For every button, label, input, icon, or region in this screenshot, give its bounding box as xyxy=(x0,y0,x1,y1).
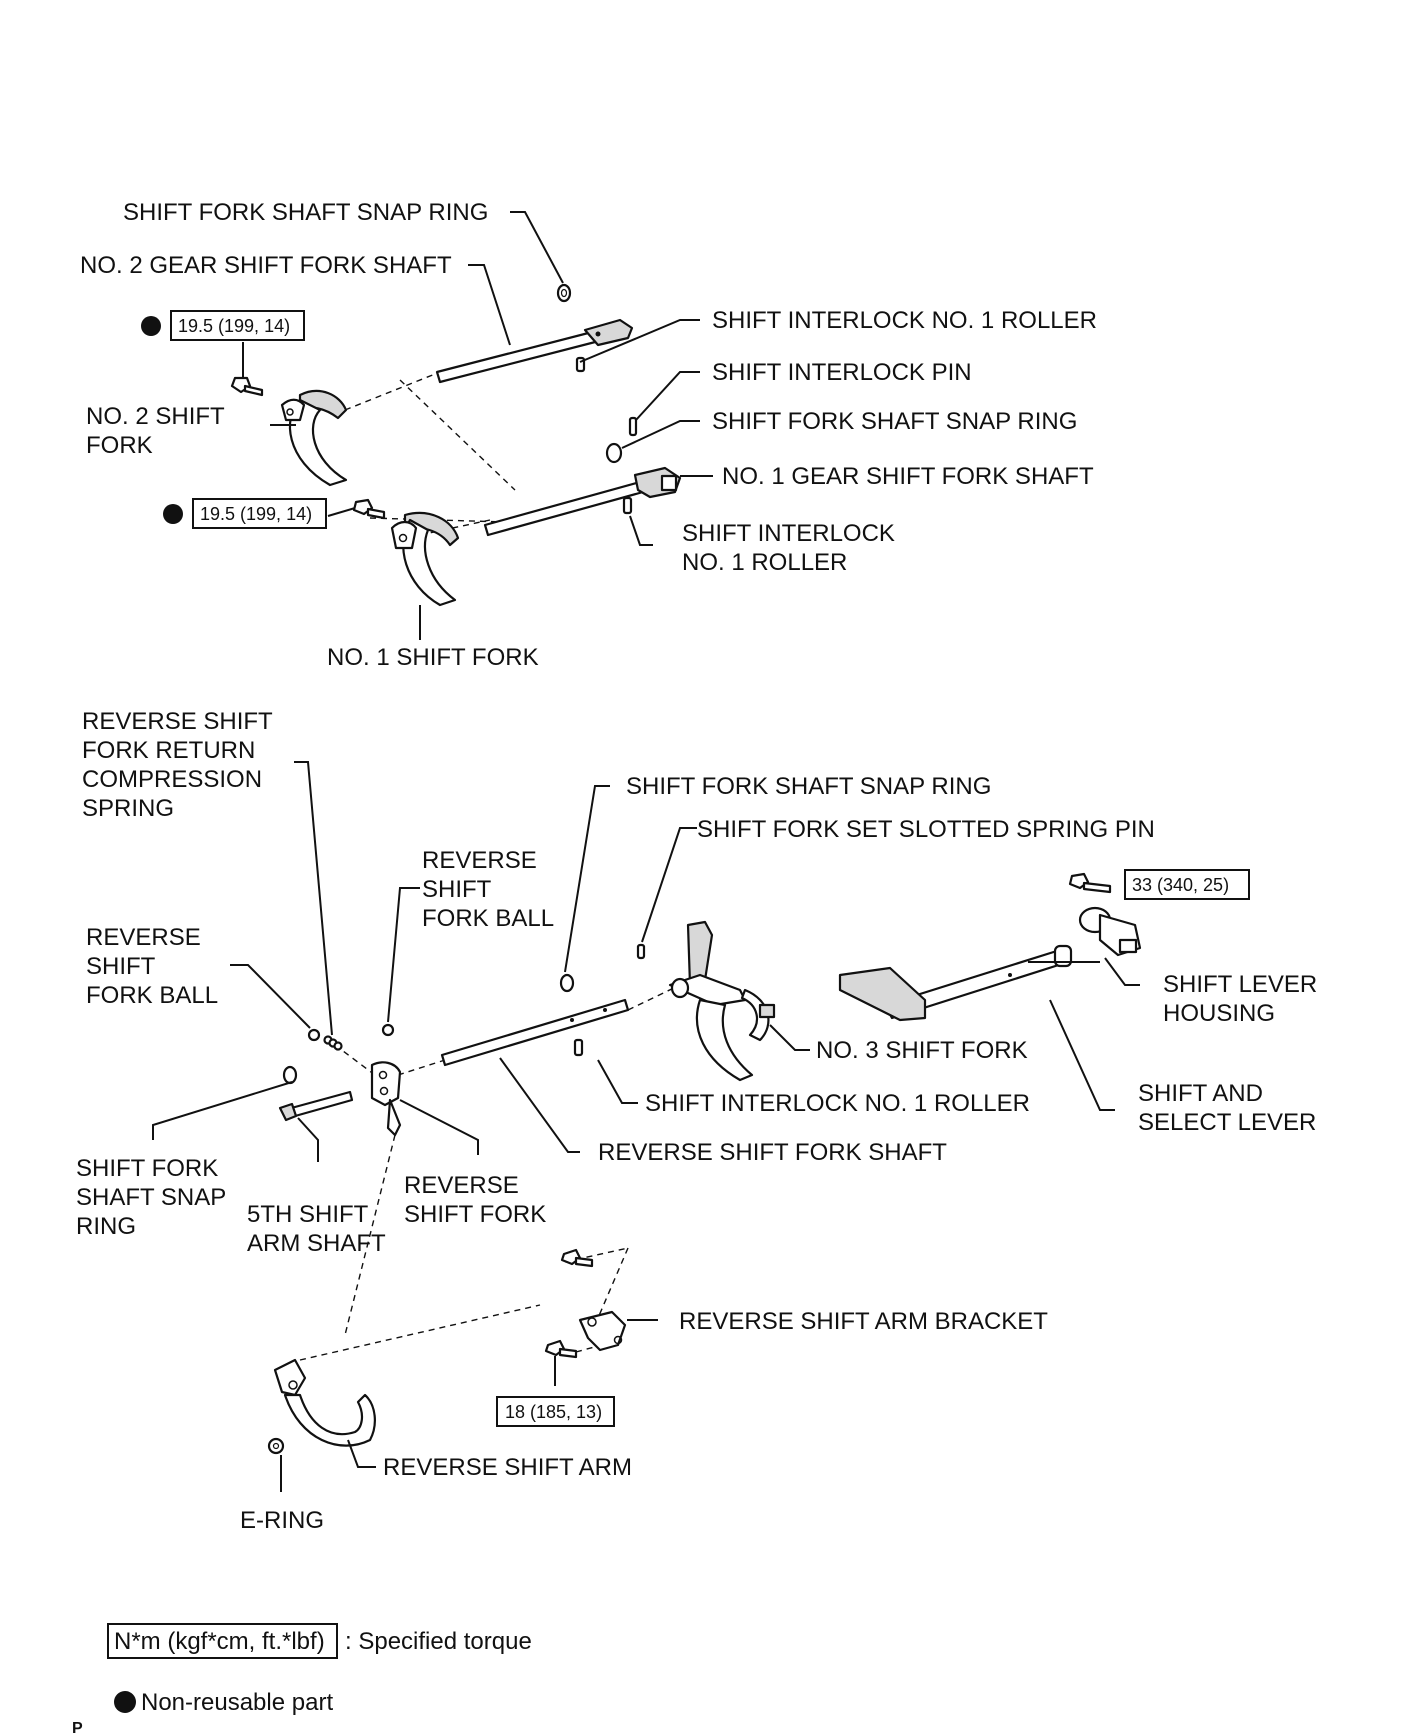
label-arm-shaft-1: 5TH SHIFT xyxy=(247,1201,369,1228)
return-compression-spring xyxy=(323,1035,343,1051)
no1-gear-shift-fork-shaft xyxy=(483,466,682,537)
no2-gear-shift-fork-shaft xyxy=(435,318,634,384)
label-no3-fork: NO. 3 SHIFT FORK xyxy=(816,1037,1028,1064)
label-ball-right-2: SHIFT xyxy=(422,876,492,903)
snap-ring-left xyxy=(282,1065,298,1085)
label-return-spring-2: FORK RETURN xyxy=(82,737,255,764)
no2-shift-fork xyxy=(280,389,348,487)
nonreusable-dot-b xyxy=(163,504,183,524)
label-ball-right-1: REVERSE xyxy=(422,847,537,874)
snap-ring-lower xyxy=(559,973,575,993)
label-return-spring-1: REVERSE SHIFT xyxy=(82,708,273,735)
label-no2-fork-1: NO. 2 SHIFT xyxy=(86,403,225,430)
label-select-lever-2: SELECT LEVER xyxy=(1138,1109,1316,1136)
torque-box-d: 18 (185, 13) xyxy=(496,1396,615,1427)
label-slotted-pin: SHIFT FORK SET SLOTTED SPRING PIN xyxy=(697,816,1155,843)
lower-leader-lines xyxy=(152,761,1140,1492)
label-reverse-fork-1: REVERSE xyxy=(404,1172,519,1199)
interlock-roller-lower xyxy=(573,1038,584,1057)
legend-torque-desc: : Specified torque xyxy=(345,1628,532,1655)
corner-mark: P xyxy=(72,1720,83,1734)
label-reverse-fork-2: SHIFT FORK xyxy=(404,1201,546,1228)
label-no1-gear-shaft: NO. 1 GEAR SHIFT FORK SHAFT xyxy=(722,463,1094,490)
label-snap-ring-left-2: SHAFT SNAP xyxy=(76,1184,226,1211)
legend-torque: N*m (kgf*cm, ft.*lbf) : Specified torque xyxy=(107,1623,532,1659)
label-select-lever-1: SHIFT AND xyxy=(1138,1080,1263,1107)
bracket-bolt-lower xyxy=(544,1339,578,1359)
interlock-pin xyxy=(628,416,638,437)
bolt-b xyxy=(352,498,386,520)
e-ring xyxy=(267,1437,285,1455)
label-interlock-roller-b-1: SHIFT INTERLOCK xyxy=(682,520,895,547)
reverse-shift-arm-bracket xyxy=(578,1310,627,1352)
label-ball-right-3: FORK BALL xyxy=(422,905,554,932)
bolt-c xyxy=(1068,872,1112,894)
label-interlock-roller-a: SHIFT INTERLOCK NO. 1 ROLLER xyxy=(712,307,1097,334)
label-no2-fork-2: FORK xyxy=(86,432,153,459)
label-no2-gear-shaft: NO. 2 GEAR SHIFT FORK SHAFT xyxy=(80,252,452,279)
snap-ring-top xyxy=(556,283,572,303)
legend-nonreusable-dot xyxy=(114,1691,136,1713)
label-snap-ring-left-1: SHIFT FORK xyxy=(76,1155,218,1182)
label-snap-ring-top: SHIFT FORK SHAFT SNAP RING xyxy=(123,199,488,226)
label-reverse-shaft: REVERSE SHIFT FORK SHAFT xyxy=(598,1139,947,1166)
reverse-shift-fork-ball-right xyxy=(381,1023,395,1037)
reverse-shift-fork-shaft xyxy=(440,998,630,1067)
nonreusable-dot-a xyxy=(141,316,161,336)
label-arm-bracket: REVERSE SHIFT ARM BRACKET xyxy=(679,1308,1048,1335)
bolt-a xyxy=(230,376,264,397)
torque-c-value: 33 (340, 25) xyxy=(1132,875,1229,895)
label-ball-left-2: SHIFT xyxy=(86,953,156,980)
reverse-shift-fork-ball-left xyxy=(307,1028,321,1042)
label-snap-ring-mid: SHIFT FORK SHAFT SNAP RING xyxy=(712,408,1077,435)
label-housing-1: SHIFT LEVER xyxy=(1163,971,1317,998)
reverse-shift-fork xyxy=(370,1061,402,1137)
torque-d-value: 18 (185, 13) xyxy=(505,1402,602,1422)
label-e-ring: E-RING xyxy=(240,1507,324,1534)
reverse-shift-arm xyxy=(273,1358,376,1447)
shift-and-select-lever xyxy=(838,944,1073,1022)
fifth-shift-arm-shaft xyxy=(278,1090,354,1122)
torque-b-value: 19.5 (199, 14) xyxy=(200,504,312,524)
legend-nonreusable-text: Non-reusable part xyxy=(141,1689,333,1716)
label-housing-2: HOUSING xyxy=(1163,1000,1275,1027)
bracket-bolt-upper xyxy=(560,1248,594,1268)
label-interlock-pin: SHIFT INTERLOCK PIN xyxy=(712,359,972,386)
torque-a-value: 19.5 (199, 14) xyxy=(178,316,290,336)
upper-leader-lines xyxy=(242,211,713,640)
label-reverse-arm: REVERSE SHIFT ARM xyxy=(383,1454,632,1481)
label-snap-ring-lower: SHIFT FORK SHAFT SNAP RING xyxy=(626,773,991,800)
torque-box-c: 33 (340, 25) xyxy=(1124,869,1250,900)
label-ball-left-1: REVERSE xyxy=(86,924,201,951)
slotted-spring-pin xyxy=(636,943,646,960)
torque-box-a: 19.5 (199, 14) xyxy=(141,310,305,341)
legend-nonreusable: Non-reusable part xyxy=(114,1689,333,1716)
snap-ring-mid xyxy=(605,442,623,464)
legend-torque-unit: N*m (kgf*cm, ft.*lbf) xyxy=(114,1628,325,1655)
label-interlock-roller-lower: SHIFT INTERLOCK NO. 1 ROLLER xyxy=(645,1090,1030,1117)
shift-lever-housing xyxy=(1078,906,1142,957)
label-interlock-roller-b-2: NO. 1 ROLLER xyxy=(682,549,847,576)
label-arm-shaft-2: ARM SHAFT xyxy=(247,1230,386,1257)
no1-shift-fork xyxy=(390,511,460,607)
torque-box-b: 19.5 (199, 14) xyxy=(163,498,327,529)
interlock-roller-b xyxy=(622,496,633,515)
label-return-spring-3: COMPRESSION xyxy=(82,766,262,793)
label-ball-left-3: FORK BALL xyxy=(86,982,218,1009)
label-snap-ring-left-3: RING xyxy=(76,1213,136,1240)
label-return-spring-4: SPRING xyxy=(82,795,174,822)
label-no1-fork: NO. 1 SHIFT FORK xyxy=(327,644,539,671)
no3-shift-fork xyxy=(668,920,776,1082)
